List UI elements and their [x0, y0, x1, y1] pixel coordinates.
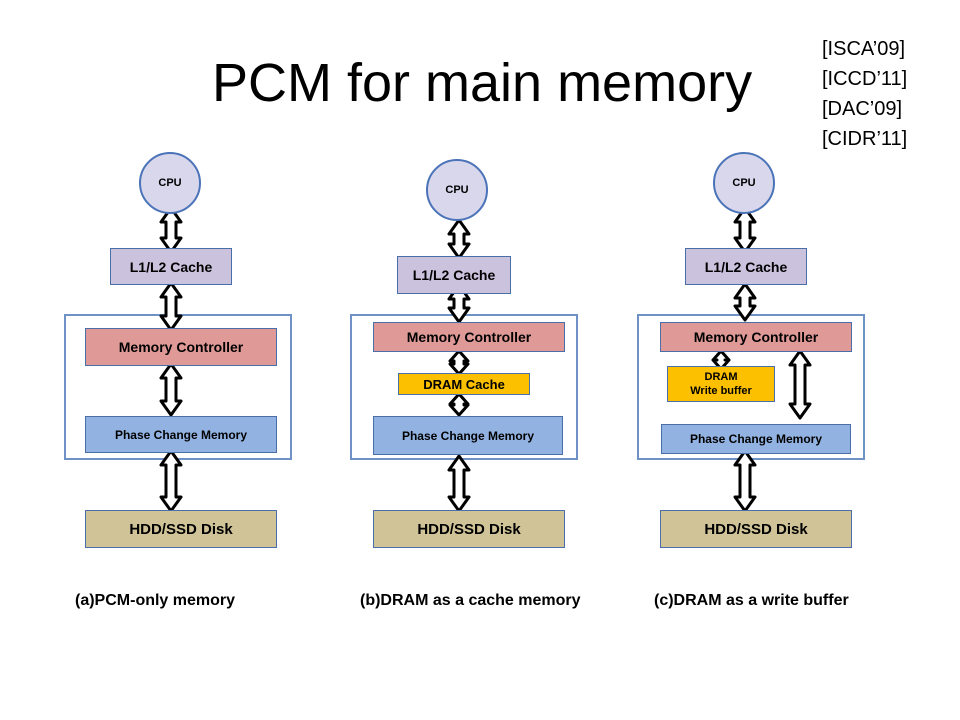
cache-box-a: L1/L2 Cache: [110, 248, 232, 285]
reference-list: [ISCA’09] [ICCD’11] [DAC’09] [CIDR’11]: [822, 34, 907, 154]
memory-controller-box-c: Memory Controller: [660, 322, 852, 352]
arrow-c-pcm-disk: [733, 449, 757, 513]
disk-box-c: HDD/SSD Disk: [660, 510, 852, 548]
arrow-c-cpu-cache: [733, 206, 757, 254]
arrow-b-mc-dram: [448, 349, 470, 376]
memory-controller-box-b: Memory Controller: [373, 322, 565, 352]
cpu-node-b: CPU: [426, 159, 488, 221]
reference-item: [DAC’09]: [822, 98, 903, 120]
dram-write-buffer-line1: DRAM: [704, 371, 738, 383]
cpu-node-a: CPU: [139, 152, 201, 214]
cache-box-b: L1/L2 Cache: [397, 256, 511, 294]
disk-box-a: HDD/SSD Disk: [85, 510, 277, 548]
reference-item: [ISCA’09]: [822, 38, 905, 60]
caption-a: (a)PCM-only memory: [75, 592, 236, 609]
dram-write-buffer-box-c: DRAM Write buffer: [667, 366, 775, 402]
arrow-b-cpu-cache: [447, 218, 471, 260]
arrow-c-cache-mc: [733, 282, 757, 322]
reference-item: [ICCD’11]: [822, 68, 908, 90]
arrow-a-cache-mc: [159, 281, 183, 332]
page-title: PCM for main memory: [212, 53, 753, 113]
arrow-b-pcm-disk: [447, 454, 471, 513]
arrow-a-pcm-disk: [159, 449, 183, 513]
arrow-a-mc-pcm: [159, 362, 183, 417]
cpu-node-c: CPU: [713, 152, 775, 214]
dram-write-buffer-line2: Write buffer: [690, 385, 752, 397]
caption-b: (b)DRAM as a cache memory: [360, 592, 581, 609]
cache-box-c: L1/L2 Cache: [685, 248, 807, 285]
arrow-a-cpu-cache: [159, 206, 183, 254]
disk-box-b: HDD/SSD Disk: [373, 510, 565, 548]
arrow-b-dram-pcm: [448, 392, 470, 417]
arrow-c-mc-pcm: [788, 349, 812, 420]
pcm-box-b: Phase Change Memory: [373, 416, 563, 455]
reference-item: [CIDR’11]: [822, 128, 908, 150]
memory-controller-box-a: Memory Controller: [85, 328, 277, 366]
dram-cache-box-b: DRAM Cache: [398, 373, 530, 395]
pcm-box-a: Phase Change Memory: [85, 416, 277, 453]
caption-c: (c)DRAM as a write buffer: [654, 592, 849, 609]
pcm-box-c: Phase Change Memory: [661, 424, 851, 454]
